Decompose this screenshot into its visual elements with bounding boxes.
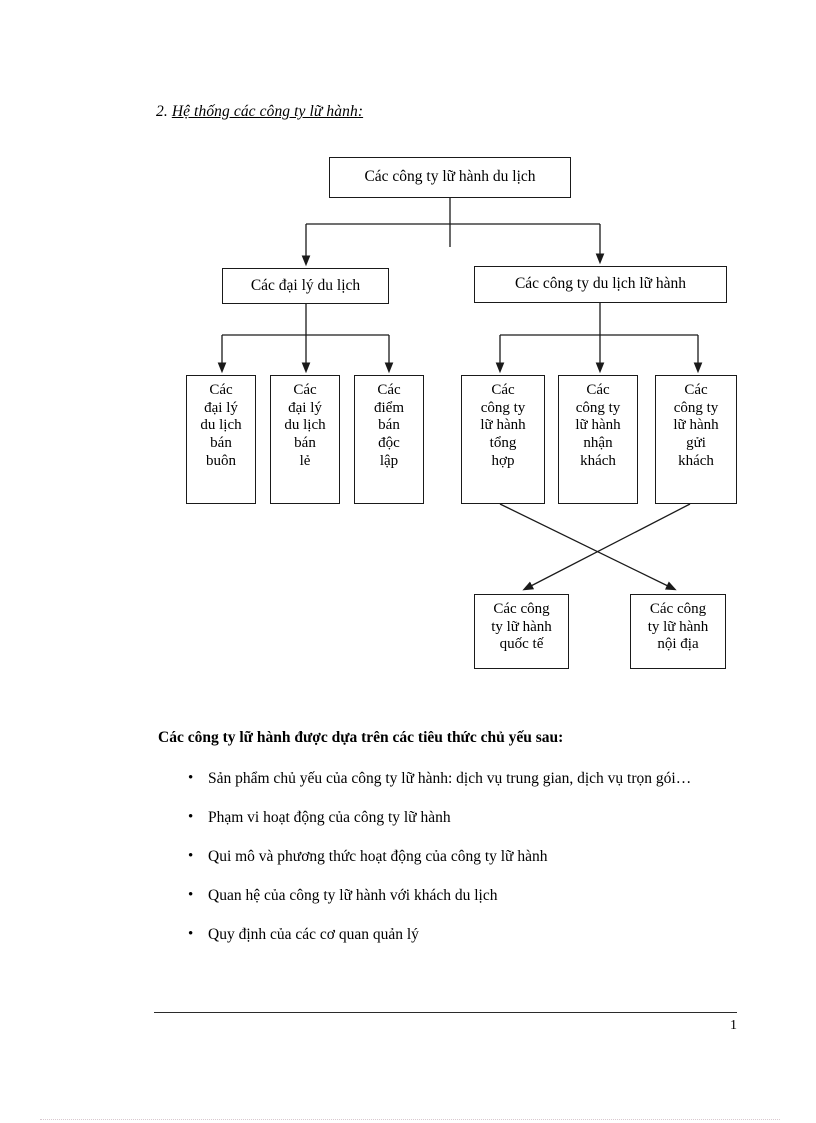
node-independent-outlets-label: Các điểm bán độc lập	[374, 382, 404, 470]
line-2: ty lữ hành	[491, 618, 552, 635]
line-2: đại lý	[204, 399, 238, 416]
line-3: lữ hành	[673, 417, 719, 434]
line-1: Các công	[493, 601, 550, 617]
list-item-text: Qui mô và phương thức hoạt động của công…	[208, 848, 548, 866]
footer-divider	[154, 1012, 737, 1013]
line-4: độc	[378, 435, 400, 452]
org-chart-diagram: Các công ty lữ hành du lịch Các đại lý d…	[186, 157, 737, 669]
line-2: điểm	[374, 399, 404, 416]
line-4: tổng	[489, 435, 517, 452]
bullet-icon: •	[188, 848, 194, 865]
node-wholesale-agents-label: Các đại lý du lịch bán buôn	[200, 382, 241, 470]
line-3: bán	[378, 417, 400, 434]
node-receiving-tour-companies-label: Các công ty lữ hành nhận khách	[575, 382, 620, 470]
node-tour-companies-label: Các công ty du lịch lữ hành	[514, 275, 687, 293]
line-2: ty lữ hành	[647, 618, 709, 635]
node-international-tour-companies: Các công ty lữ hành quốc tế	[474, 594, 569, 669]
node-general-tour-companies-label: Các công ty lữ hành tổng hợp	[480, 382, 525, 470]
list-item: • Quy định của các cơ quan quản lý	[186, 922, 752, 947]
bullet-icon: •	[188, 770, 194, 786]
line-5: khách	[678, 452, 714, 469]
node-domestic-tour-companies: Các công ty lữ hành nội địa	[630, 594, 726, 669]
node-international-tour-companies-label: Các công ty lữ hành quốc tế	[491, 601, 552, 654]
node-root-label: Các công ty lữ hành du lịch	[364, 168, 536, 186]
line-5: lập	[379, 452, 399, 469]
list-item-text: Quan hệ của công ty lữ hành với khách du…	[208, 887, 498, 905]
line-5: khách	[580, 452, 616, 469]
line-5: buôn	[206, 452, 236, 469]
criteria-list: • Sản phẩm chủ yếu của công ty lữ hành: …	[186, 766, 752, 948]
node-retail-agents: Các đại lý du lịch bán lẻ	[270, 375, 340, 504]
line-3: du lịch	[284, 417, 326, 434]
bullet-icon: •	[188, 926, 194, 943]
connector-sending-to-international	[522, 503, 691, 591]
node-wholesale-agents: Các đại lý du lịch bán buôn	[186, 375, 256, 504]
line-1: Các	[684, 382, 708, 398]
line-1: Các	[586, 382, 610, 398]
line-3: nội địa	[657, 636, 699, 653]
line-5: hợp	[491, 452, 515, 469]
line-2: công ty	[673, 399, 719, 416]
list-item: • Phạm vi hoạt động của công ty lữ hành	[186, 805, 752, 830]
page-number: 1	[730, 1018, 737, 1033]
bullet-icon: •	[188, 809, 194, 826]
line-2: công ty	[575, 399, 621, 416]
node-sending-tour-companies-label: Các công ty lữ hành gửi khách	[673, 382, 718, 470]
node-independent-outlets: Các điểm bán độc lập	[354, 375, 424, 504]
line-3: du lịch	[200, 417, 242, 434]
line-3: lữ hành	[480, 417, 526, 434]
node-domestic-tour-companies-label: Các công ty lữ hành nội địa	[648, 601, 709, 654]
node-tour-companies: Các công ty du lịch lữ hành	[474, 266, 727, 303]
node-travel-agents-label: Các đại lý du lịch	[250, 276, 361, 294]
line-1: Các	[293, 382, 317, 398]
line-2: đại lý	[288, 399, 322, 416]
line-1: Các	[209, 382, 233, 398]
body-heading: Các công ty lữ hành được dựa trên các ti…	[158, 729, 564, 746]
diagram-connectors	[217, 198, 703, 591]
line-1: Các	[491, 382, 515, 398]
section-title: Hệ thống các công ty lữ hành:	[171, 103, 364, 120]
line-3: quốc tế	[499, 636, 544, 653]
list-item-text: Phạm vi hoạt động của công ty lữ hành	[208, 809, 451, 827]
list-item-text: Sản phẩm chủ yếu của công ty lữ hành: dị…	[208, 770, 692, 787]
list-item-text: Quy định của các cơ quan quản lý	[208, 926, 419, 944]
line-5: lẻ	[299, 452, 311, 469]
line-3: lữ hành	[575, 417, 621, 434]
line-4: bán	[210, 435, 232, 452]
list-item: • Sản phẩm chủ yếu của công ty lữ hành: …	[186, 766, 752, 791]
line-4: gửi	[686, 435, 706, 452]
line-2: công ty	[480, 399, 526, 416]
list-item: • Qui mô và phương thức hoạt động của cô…	[186, 844, 752, 869]
section-number: 2.	[156, 103, 172, 120]
bullet-icon: •	[188, 887, 194, 904]
page-edge-line	[40, 1119, 780, 1120]
node-retail-agents-label: Các đại lý du lịch bán lẻ	[284, 382, 325, 470]
section-heading: 2. Hệ thống các công ty lữ hành:	[156, 103, 363, 121]
line-1: Các	[377, 382, 401, 398]
line-4: bán	[294, 435, 316, 452]
node-general-tour-companies: Các công ty lữ hành tổng hợp	[461, 375, 545, 504]
line-4: nhận	[583, 435, 613, 452]
line-1: Các công	[649, 601, 707, 617]
list-item: • Quan hệ của công ty lữ hành với khách …	[186, 883, 752, 908]
connector-general-to-domestic	[499, 503, 677, 591]
node-root: Các công ty lữ hành du lịch	[329, 157, 571, 198]
node-sending-tour-companies: Các công ty lữ hành gửi khách	[655, 375, 737, 504]
node-receiving-tour-companies: Các công ty lữ hành nhận khách	[558, 375, 638, 504]
node-travel-agents: Các đại lý du lịch	[222, 268, 389, 304]
